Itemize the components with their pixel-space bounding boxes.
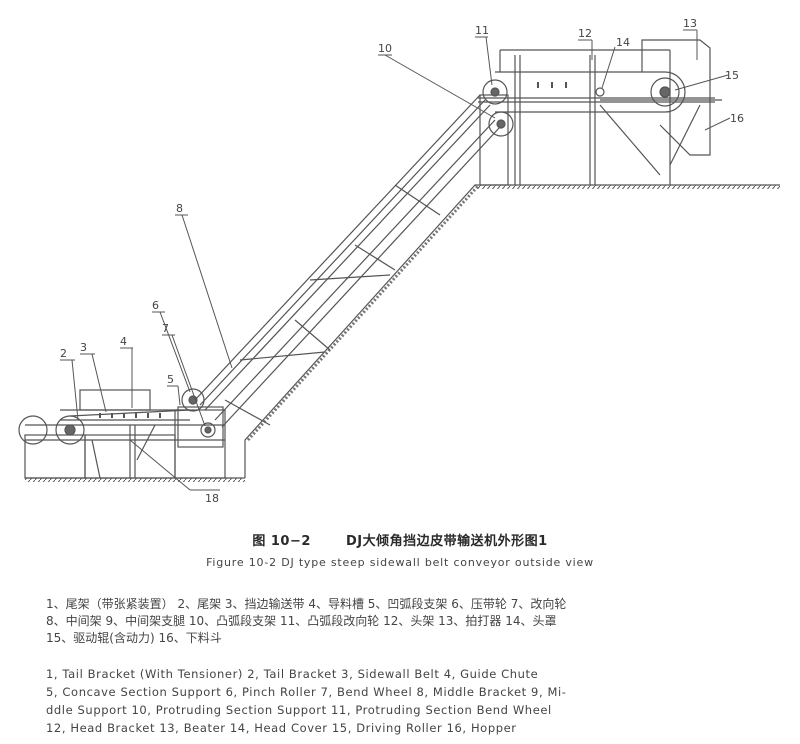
callout-14: 14: [616, 36, 630, 49]
legend-en-line: 5, Concave Section Support 6, Pinch Roll…: [46, 685, 567, 699]
figure-caption-cn: 图 10−2 DJ大倾角挡边皮带输送机外形图1: [0, 530, 800, 549]
legend-en-line: ddle Support 10, Protruding Section Supp…: [46, 703, 552, 717]
callout-18: 18: [205, 492, 219, 505]
callout-12: 12: [578, 27, 592, 40]
ground-slope: [244, 184, 780, 478]
legend-cn-line: 1、尾架（带张紧装置） 2、尾架 3、挡边输送带 4、导料槽 5、凹弧段支架 6…: [46, 597, 567, 611]
conveyor-diagram: 2 3 4 5 6 7 8 10 11 12 14 13 15 16 18: [18, 17, 780, 505]
legend-en: 1, Tail Bracket (With Tensioner) 2, Tail…: [46, 665, 766, 737]
callout-15: 15: [725, 69, 739, 82]
callout-6: 6: [152, 299, 159, 312]
callout-7: 7: [162, 322, 169, 335]
callout-2: 2: [60, 347, 67, 360]
callout-8: 8: [176, 202, 183, 215]
legend-cn-line: 8、中间架 9、中间架支腿 10、凸弧段支架 11、凸弧段改向轮 12、头架 1…: [46, 614, 557, 628]
callout-3: 3: [80, 341, 87, 354]
legend-cn: 1、尾架（带张紧装置） 2、尾架 3、挡边输送带 4、导料槽 5、凹弧段支架 6…: [46, 596, 766, 647]
figure-title-cn: DJ大倾角挡边皮带输送机外形图1: [345, 534, 548, 549]
callout-4: 4: [120, 335, 127, 348]
callout-16: 16: [730, 112, 744, 125]
callout-5: 5: [167, 373, 174, 386]
callout-11: 11: [475, 24, 489, 37]
legend-cn-line: 15、驱动辊(含动力) 16、下料斗: [46, 631, 222, 645]
callout-10: 10: [378, 42, 392, 55]
figure-number: 图 10−2: [252, 534, 311, 549]
legend-en-line: 1, Tail Bracket (With Tensioner) 2, Tail…: [46, 667, 539, 681]
callout-13: 13: [683, 17, 697, 30]
legend-en-line: 12, Head Bracket 13, Beater 14, Head Cov…: [46, 721, 517, 735]
figure-caption-en: Figure 10-2 DJ type steep sidewall belt …: [206, 556, 594, 569]
